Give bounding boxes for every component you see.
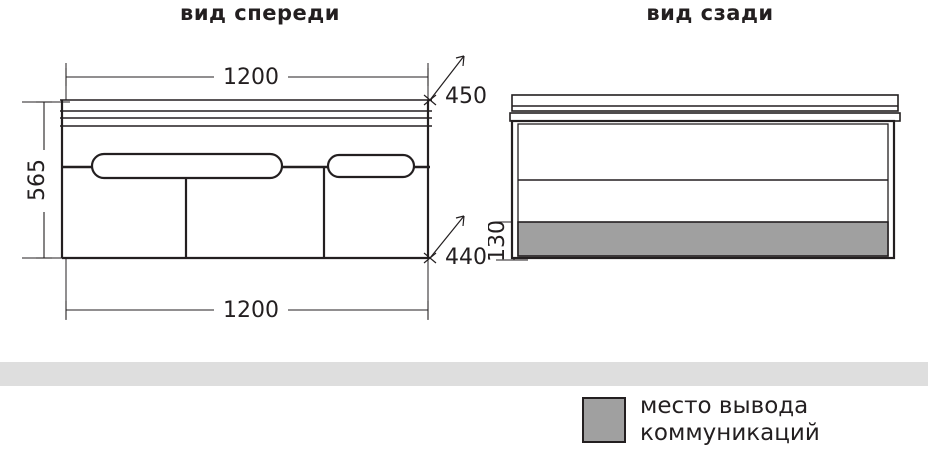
dimension-1200-bottom — [65, 301, 429, 319]
dimension-label-440: 440 — [445, 245, 487, 270]
dimension-565 — [36, 101, 52, 259]
front-handle-left — [90, 152, 284, 180]
front-door-dividers — [184, 168, 326, 258]
front-countertop — [60, 99, 432, 127]
front-view-drawing: 1200 1200 565 450 440 — [22, 55, 487, 323]
dimension-label-1200-bottom: 1200 — [223, 298, 279, 323]
dimension-label-130: 130 — [488, 220, 510, 262]
front-cabinet-outline — [60, 100, 430, 260]
front-view-title: вид спереди — [180, 1, 340, 25]
dimension-label-565: 565 — [25, 159, 50, 201]
dimension-label-1200-top: 1200 — [223, 65, 279, 90]
separator-band — [0, 362, 928, 386]
rear-utility-zone — [517, 221, 889, 257]
legend-swatch-utility — [582, 396, 626, 443]
legend-label: место вывода коммуникаций — [640, 393, 820, 446]
rear-view-drawing: 130 — [488, 94, 901, 262]
dimension-label-450: 450 — [445, 84, 487, 109]
front-handle-right — [326, 153, 416, 179]
rear-countertop-lip — [509, 112, 901, 122]
dimension-1200-top — [65, 68, 429, 86]
rear-view-title: вид сзади — [646, 1, 774, 25]
rear-countertop — [511, 94, 899, 112]
legend: место вывода коммуникаций — [582, 393, 820, 447]
